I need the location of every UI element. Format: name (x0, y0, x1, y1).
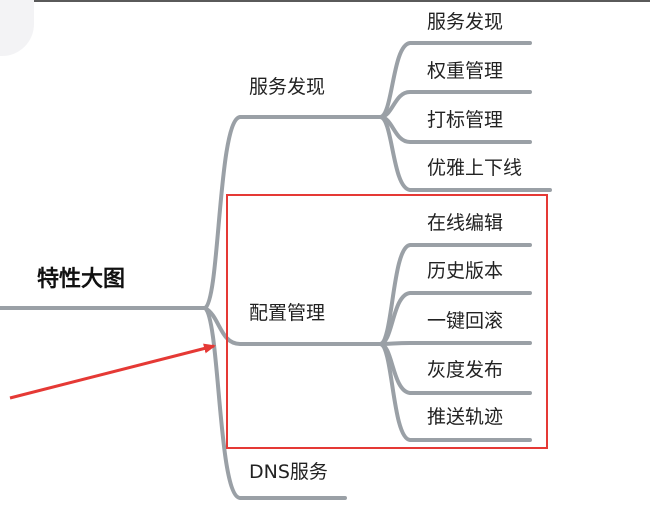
leaf-online-edit: 在线编辑 (427, 212, 504, 234)
root-node: 特性大图 (37, 267, 126, 292)
leaf-weight-management: 权重管理 (427, 60, 504, 82)
highlight-box (226, 194, 548, 449)
leaf-service-discovery: 服务发现 (427, 11, 504, 33)
connector-branch-dns (203, 306, 347, 500)
leaf-history-version: 历史版本 (427, 260, 504, 282)
leaf-push-trace: 推送轨迹 (427, 406, 504, 428)
red-arrow (9, 343, 216, 400)
leaf-tag-management: 打标管理 (427, 109, 504, 131)
branch-dns-service: DNS服务 (249, 461, 328, 483)
leaf-gray-release: 灰度发布 (427, 359, 504, 381)
connector-leaf-graceful-online-offline (378, 115, 552, 192)
branch-service-discovery: 服务发现 (249, 76, 326, 98)
branch-config-management: 配置管理 (249, 302, 326, 324)
connector-branch-config-management (203, 306, 382, 346)
connector-leaf-push-trace (378, 342, 532, 442)
connector-branch-service-discovery (203, 115, 382, 310)
leaf-one-click-rollback: 一键回滚 (427, 310, 504, 332)
top-divider (0, 0, 650, 2)
leaf-graceful-online-offline: 优雅上下线 (427, 157, 523, 179)
